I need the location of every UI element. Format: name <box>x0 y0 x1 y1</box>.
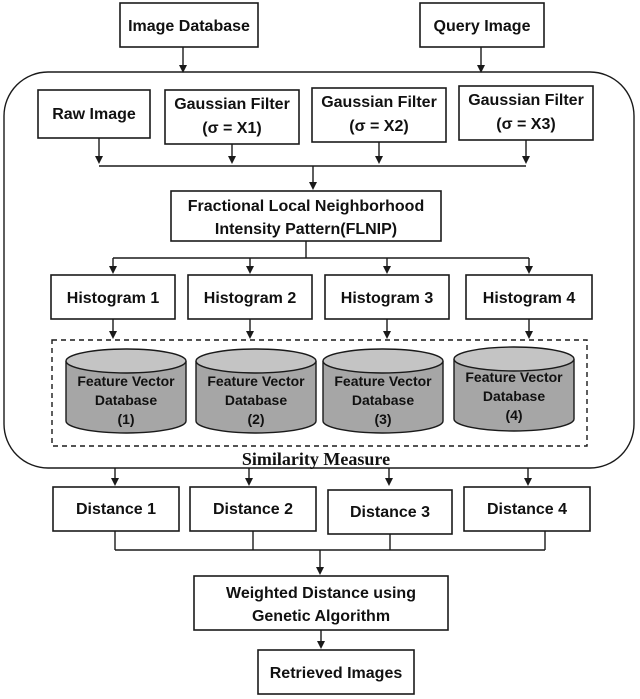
raw-image-box <box>37 89 151 139</box>
weighted-distance-box <box>193 575 449 631</box>
feature-db-line2-4: Database <box>483 388 545 404</box>
distance-label-3: Distance 3 <box>350 504 430 521</box>
image-database-label: Image Database <box>128 18 250 35</box>
feature-db-cylinder-1: Feature Vector Database (1) <box>65 348 187 434</box>
feature-db-line1-1: Feature Vector <box>77 373 175 389</box>
histogram-box-4 <box>465 274 593 320</box>
distance-box-2 <box>189 486 317 532</box>
feature-db-line2-1: Database <box>95 392 157 408</box>
gaussian-filter-box-3 <box>458 85 594 141</box>
query-image-label: Query Image <box>434 18 531 35</box>
gaussian-filter-box-1 <box>164 89 300 145</box>
feature-db-id-3: (3) <box>374 411 391 427</box>
feature-db-id-1: (1) <box>117 411 134 427</box>
histogram-box-1 <box>50 274 176 320</box>
distance-label-2: Distance 2 <box>213 501 293 518</box>
histogram-box-3 <box>324 274 450 320</box>
image-database-box <box>119 2 259 48</box>
feature-db-group <box>51 339 588 447</box>
distance-box-1 <box>52 486 180 532</box>
gaussian-filter-param-2: (σ = X2) <box>349 118 408 135</box>
feature-db-line2-3: Database <box>352 392 414 408</box>
weighted-distance-line1: Weighted Distance using <box>226 585 416 602</box>
histogram-label-2: Histogram 2 <box>204 290 297 307</box>
gaussian-filter-label-3: Gaussian Filter <box>468 92 584 109</box>
distance-box-4 <box>463 486 591 532</box>
distance-label-4: Distance 4 <box>487 501 567 518</box>
feature-db-line1-4: Feature Vector <box>465 369 563 385</box>
query-image-box <box>419 2 545 48</box>
feature-db-id-2: (2) <box>247 411 264 427</box>
feature-extraction-container <box>3 71 635 469</box>
histogram-label-1: Histogram 1 <box>67 290 160 307</box>
feature-db-line1-3: Feature Vector <box>334 373 432 389</box>
similarity-measure-label: Similarity Measure <box>242 449 390 469</box>
retrieved-images-label: Retrieved Images <box>270 665 403 682</box>
distance-input-arrows <box>111 468 532 486</box>
gaussian-filter-label-2: Gaussian Filter <box>321 94 437 111</box>
flnip-label-line1: Fractional Local Neighborhood <box>188 198 424 215</box>
weighted-distance-line2: Genetic Algorithm <box>252 608 390 625</box>
distance-box-3 <box>327 489 453 535</box>
gaussian-filter-param-1: (σ = X1) <box>202 120 261 137</box>
histogram-split-connectors <box>109 241 533 274</box>
raw-image-label: Raw Image <box>52 106 136 123</box>
histogram-to-db-arrows <box>109 319 533 339</box>
gaussian-filter-param-3: (σ = X3) <box>496 116 555 133</box>
preprocess-merge-connectors <box>95 138 530 190</box>
histogram-label-3: Histogram 3 <box>341 290 434 307</box>
histogram-label-4: Histogram 4 <box>483 290 576 307</box>
feature-db-line1-2: Feature Vector <box>207 373 305 389</box>
feature-db-cylinder-3: Feature Vector Database (3) <box>322 348 444 434</box>
retrieved-images-box <box>257 649 415 695</box>
feature-db-id-4: (4) <box>505 407 522 423</box>
flnip-box <box>170 190 442 242</box>
distance-merge-connectors <box>114 531 546 575</box>
feature-db-line2-2: Database <box>225 392 287 408</box>
flnip-label-line2: Intensity Pattern(FLNIP) <box>215 221 397 238</box>
feature-db-cylinder-4: Feature Vector Database (4) <box>453 346 575 432</box>
histogram-box-2 <box>187 274 313 320</box>
distance-label-1: Distance 1 <box>76 501 156 518</box>
gaussian-filter-label-1: Gaussian Filter <box>174 96 290 113</box>
feature-db-cylinder-2: Feature Vector Database (2) <box>195 348 317 434</box>
